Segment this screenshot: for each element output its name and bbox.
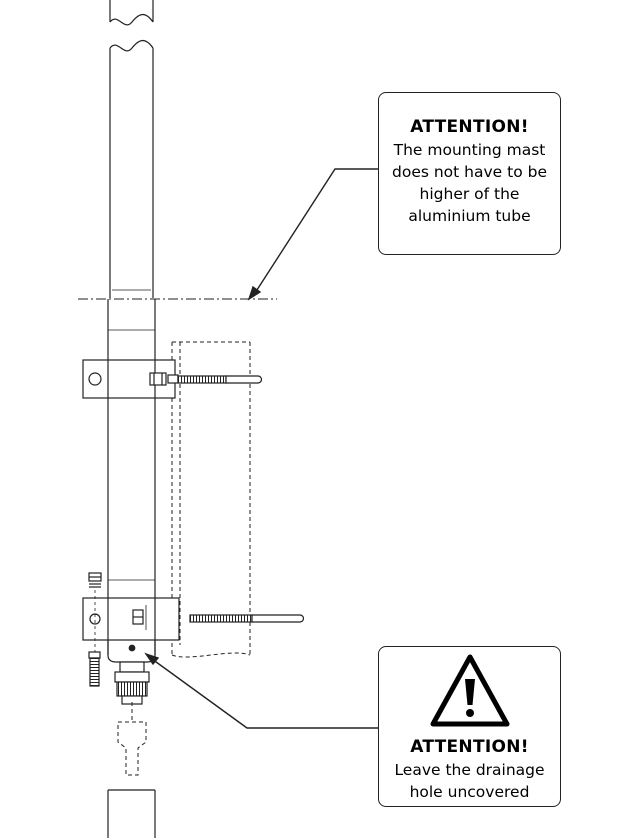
aluminium-tube xyxy=(107,299,156,655)
attention-callout-bottom: ATTENTION! Leave the drainage hole uncov… xyxy=(378,646,561,807)
antenna-connector xyxy=(107,640,156,705)
upper-clamp xyxy=(82,359,179,399)
attention-title: ATTENTION! xyxy=(410,117,529,137)
leader-line-top xyxy=(247,168,378,301)
mounting-mast-dashed xyxy=(171,341,251,658)
lower-threaded-rod xyxy=(189,614,305,623)
lower-clamp xyxy=(82,597,180,641)
upper-threaded-rod xyxy=(177,375,263,384)
drainage-hole xyxy=(128,644,136,652)
cable-connector-dashed xyxy=(117,702,147,776)
attention-callout-top: ATTENTION! The mounting mast does not ha… xyxy=(378,92,561,255)
warning-triangle-icon xyxy=(430,654,510,727)
attention-text: The mounting mast does not have to be hi… xyxy=(392,141,547,225)
leader-line-bottom xyxy=(144,652,378,729)
attention-title: ATTENTION! xyxy=(410,737,529,757)
antenna-upper-tube xyxy=(109,0,154,298)
attention-text: Leave the drainage hole uncovered xyxy=(394,761,545,801)
antenna-lower-tube xyxy=(107,789,156,838)
clamp-screw xyxy=(88,572,102,687)
